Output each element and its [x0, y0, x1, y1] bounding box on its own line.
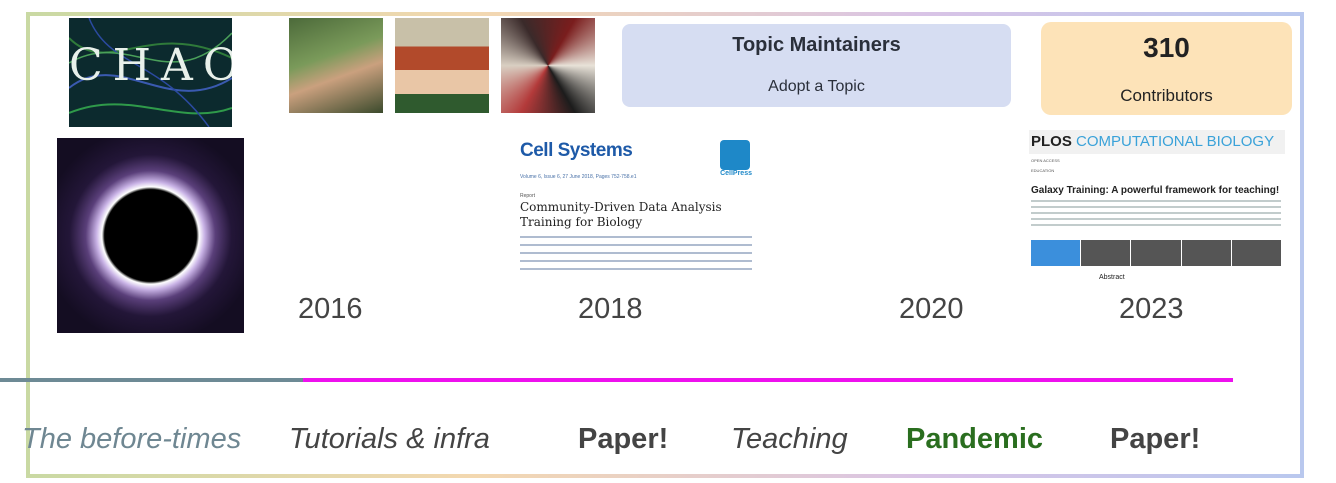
cell-report-label: Report: [520, 193, 536, 199]
contributor-photo-1: [289, 18, 383, 113]
era-before-times: The before-times: [22, 423, 242, 455]
era-teaching: Teaching: [731, 423, 848, 455]
plos-prefix: PLOS: [1031, 133, 1072, 150]
cellpress-logo-icon: [720, 140, 750, 170]
plos-abstract-heading: Abstract: [1099, 274, 1125, 281]
plos-author-lines: [1031, 200, 1281, 230]
cell-systems-paper: Cell Systems CellPress Volume 6, Issue 6…: [512, 132, 756, 284]
contributor-photo-3: [501, 18, 595, 113]
cell-journal-title: Cell Systems: [520, 140, 633, 161]
era-paper-1: Paper!: [578, 423, 669, 455]
year-2016: 2016: [298, 293, 363, 325]
era-paper-2: Paper!: [1110, 423, 1201, 455]
timeline-main-segment: [303, 378, 1233, 382]
plos-journal-name: COMPUTATIONAL BIOLOGY: [1076, 133, 1275, 150]
year-2023: 2023: [1119, 293, 1184, 325]
cell-meta: Volume 6, Issue 6, 27 June 2018, Pages 7…: [520, 174, 637, 180]
chaos-text: CHAOS: [69, 40, 232, 91]
plos-tabs: [1031, 240, 1282, 266]
era-pandemic: Pandemic: [906, 423, 1043, 455]
plos-section: EDUCATION: [1031, 168, 1055, 173]
year-2020: 2020: [899, 293, 964, 325]
contributors-label: Contributors: [1120, 86, 1213, 105]
contributors-count: 310: [1143, 32, 1190, 63]
plos-paper: PLOS COMPUTATIONAL BIOLOGY OPEN ACCESS E…: [1023, 128, 1285, 298]
contributor-photo-2: [395, 18, 489, 113]
cellpress-logo-text: CellPress: [720, 170, 752, 177]
year-2018: 2018: [578, 293, 643, 325]
era-tutorials-infra: Tutorials & infra: [289, 423, 490, 455]
plos-open-access: OPEN ACCESS: [1031, 158, 1060, 163]
plos-article-title: Galaxy Training: A powerful framework fo…: [1031, 185, 1280, 196]
cell-article-title: Community-Driven Data Analysis Training …: [520, 200, 722, 229]
topic-card-subtitle: Adopt a Topic: [768, 78, 865, 95]
contributors-card: 310 Contributors: [1041, 22, 1292, 115]
timeline-past-segment: [0, 378, 303, 382]
topic-card-title: Topic Maintainers: [732, 34, 901, 56]
plos-header: PLOS COMPUTATIONAL BIOLOGY: [1029, 130, 1285, 154]
chaos-image: CHAOS: [69, 18, 232, 127]
black-hole-image: [57, 138, 244, 333]
cell-author-lines: [520, 236, 752, 276]
topic-maintainers-card: Topic Maintainers Adopt a Topic: [622, 24, 1011, 107]
